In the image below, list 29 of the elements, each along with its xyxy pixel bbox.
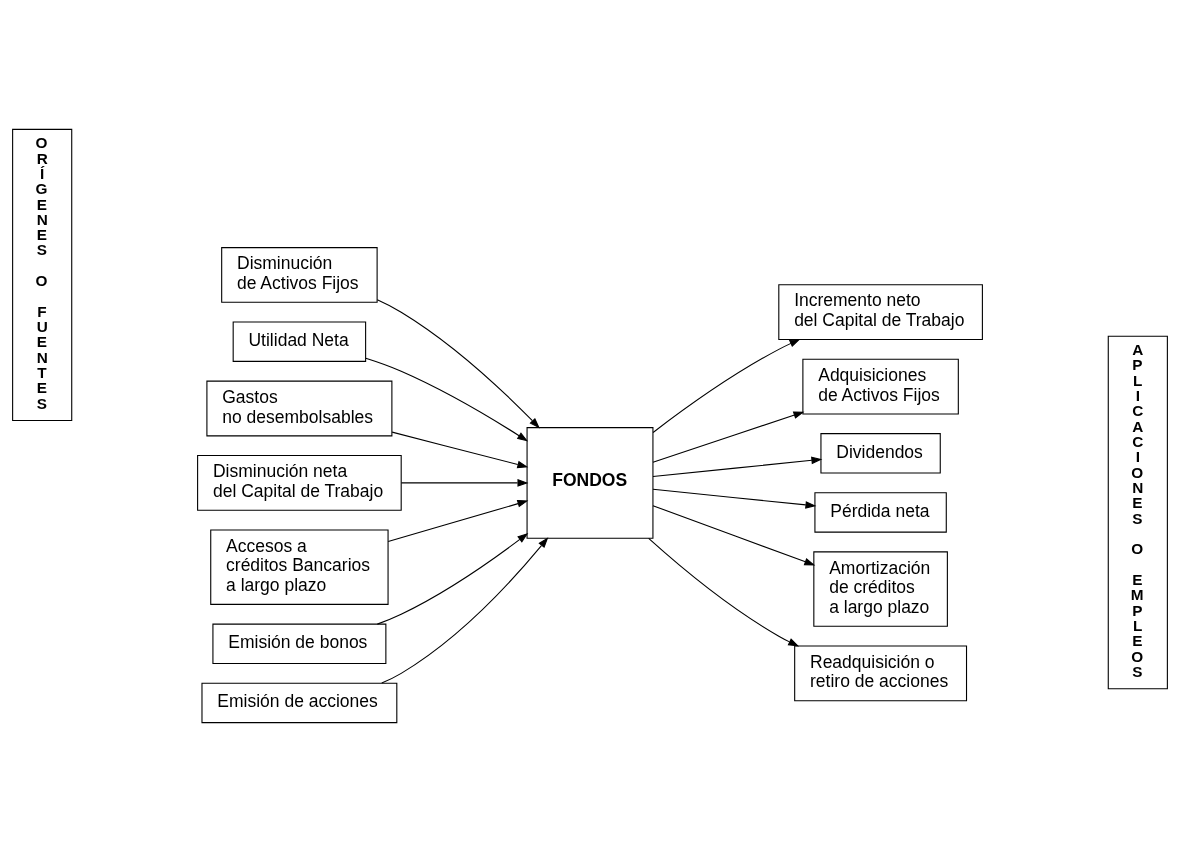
arrow: [387, 499, 529, 542]
node-box: APLICACIONES O EMPLEOS: [1107, 335, 1168, 689]
node-box: Emisión de acciones: [201, 682, 398, 723]
node-box: Accesos a créditos Bancarios a largo plazo: [210, 528, 389, 605]
arrow: [376, 298, 540, 428]
arrow: [381, 536, 549, 684]
node-box: ORÍGENES O FUENTES: [12, 128, 73, 421]
arrow: [652, 411, 805, 463]
node-box: Gastos no desembolsables: [206, 380, 393, 436]
arrow: [652, 456, 823, 477]
node-box: FONDOS: [526, 426, 654, 539]
node-box: Amortización de créditos a largo plazo: [813, 550, 948, 627]
node-box: Dividendos: [820, 432, 941, 474]
node-box: Utilidad Neta: [232, 320, 367, 362]
arrow: [391, 431, 529, 468]
node-box: Incremento neto del Capital de Trabajo: [778, 283, 983, 340]
arrow: [652, 488, 817, 509]
arrow: [652, 338, 801, 433]
node-box: Readquisición o retiro de acciones: [794, 644, 968, 701]
node-box: Adquisiciones de Activos Fijos: [802, 358, 959, 414]
node-box: Disminución neta del Capital de Trabajo: [197, 454, 402, 511]
arrow: [365, 357, 529, 441]
arrow: [376, 532, 529, 625]
arrow: [648, 537, 800, 646]
node-box: Emisión de bonos: [212, 623, 387, 664]
arrow: [652, 504, 816, 565]
node-box: Pérdida neta: [814, 491, 947, 533]
node-box: Disminución de Activos Fijos: [221, 246, 378, 303]
arrow: [400, 478, 529, 487]
